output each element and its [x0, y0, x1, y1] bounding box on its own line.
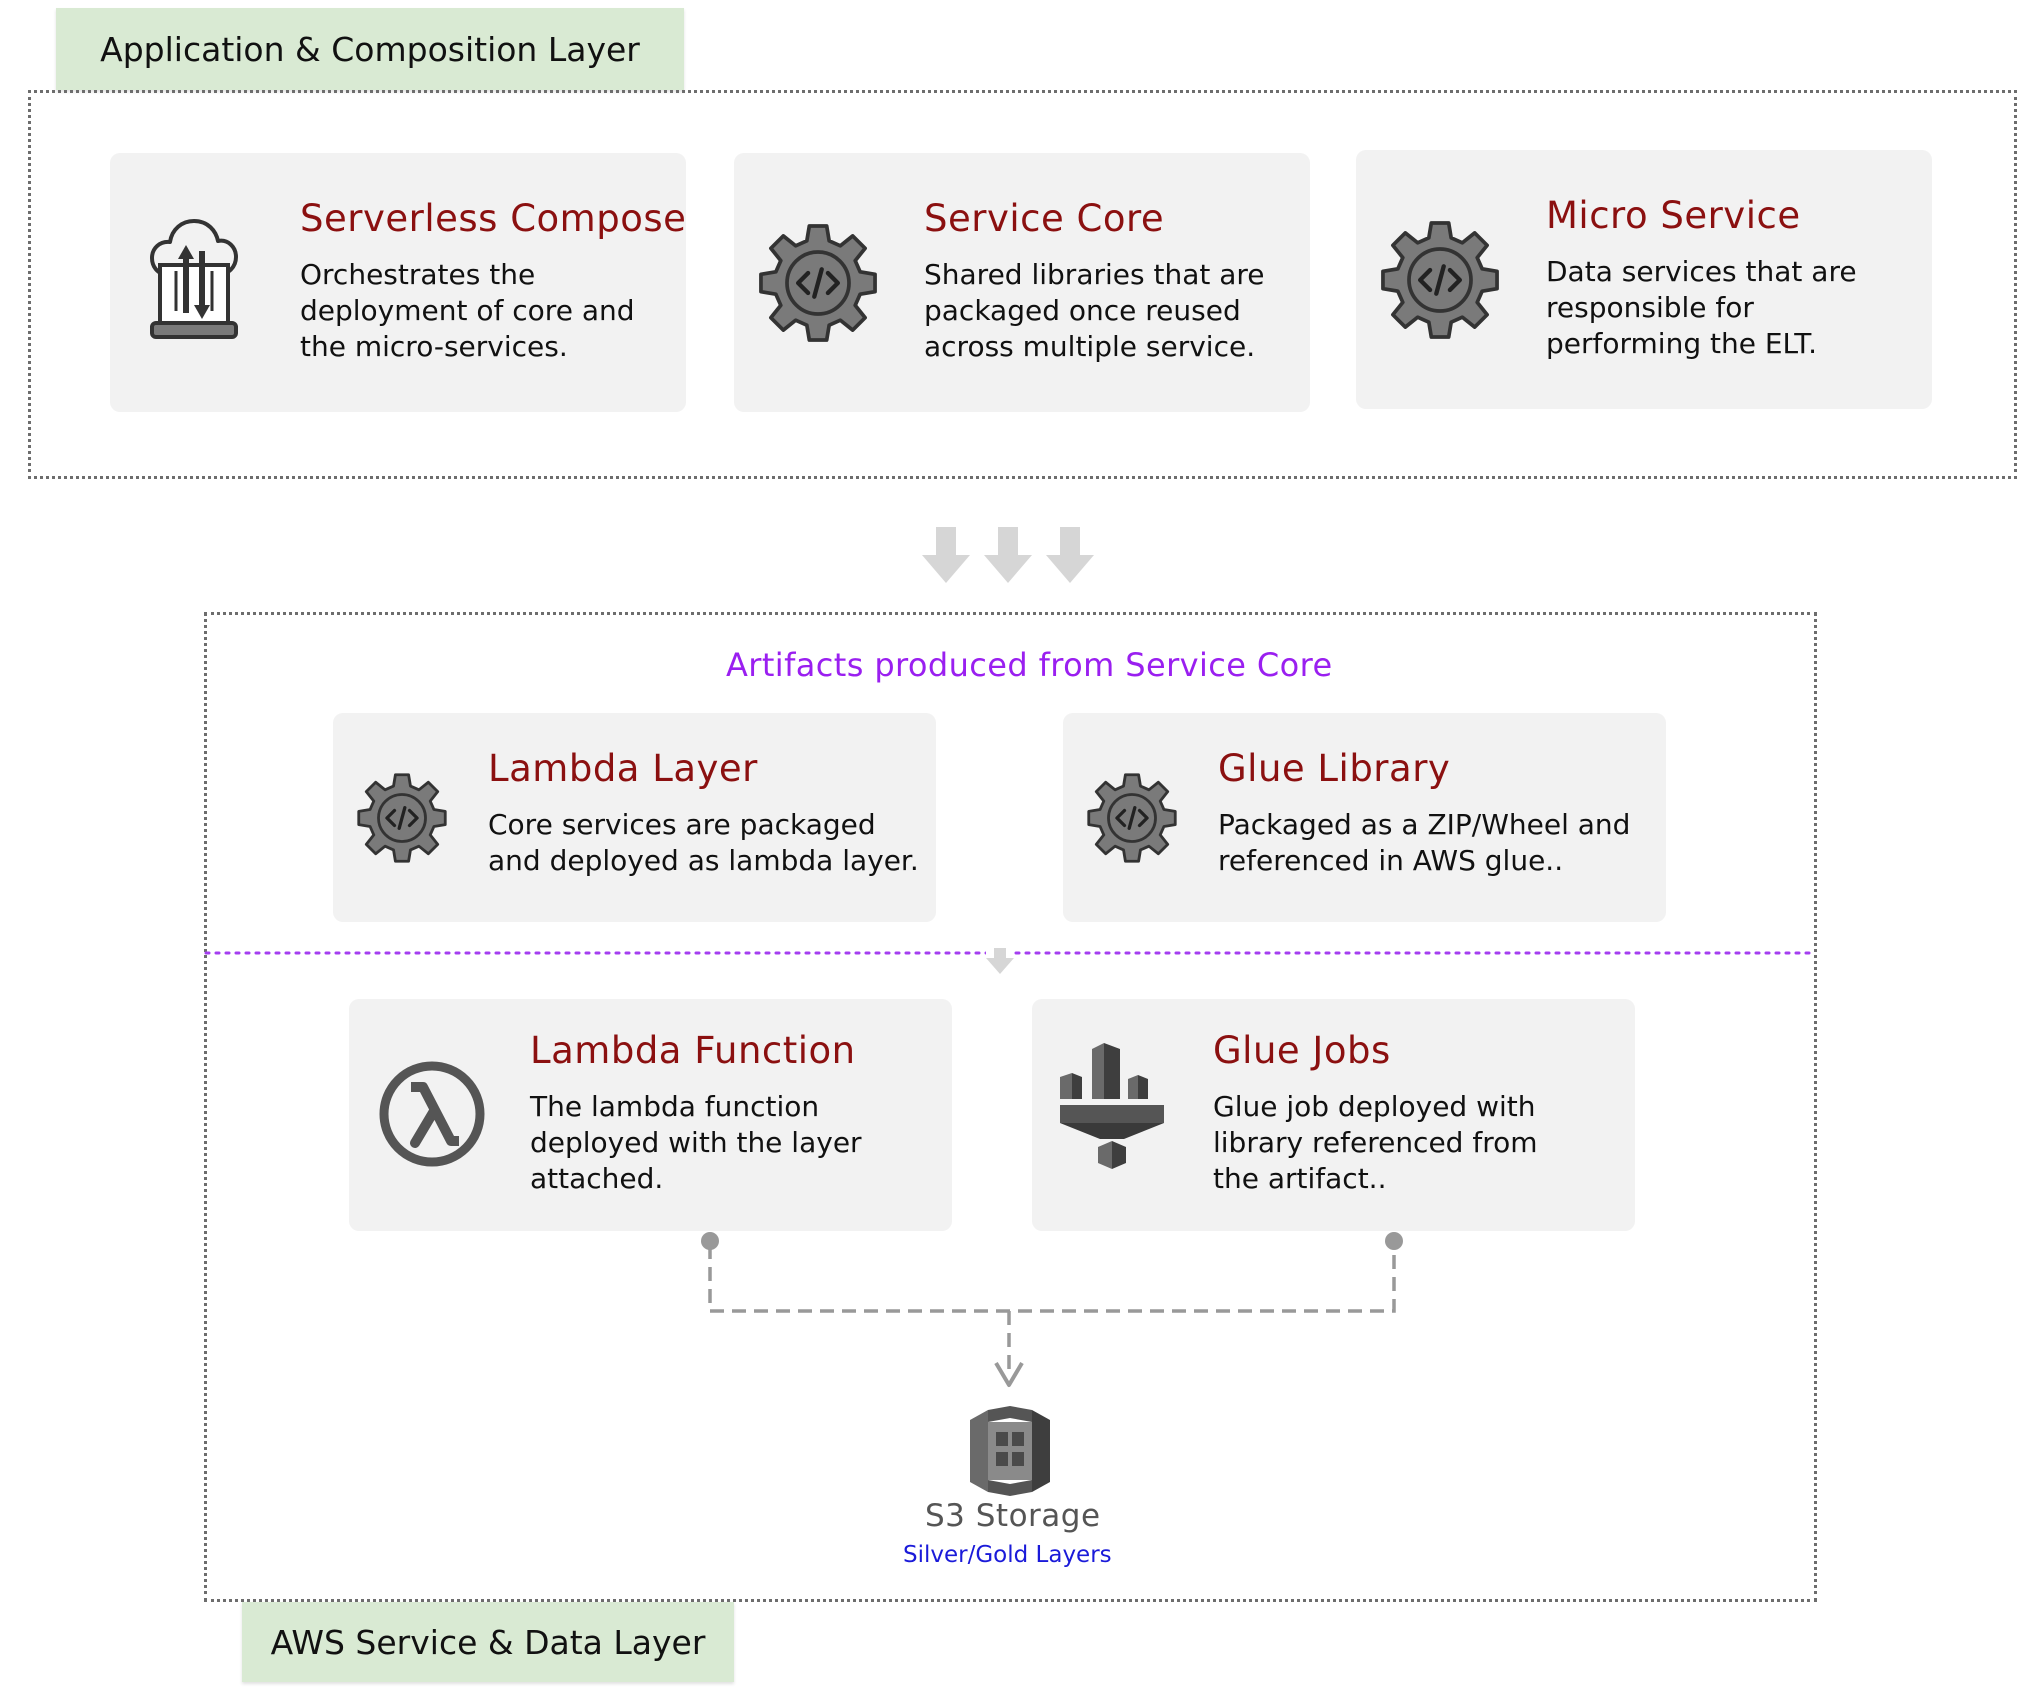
serverless-compose-card[interactable]: Serverless Compose Orchestrates the depl… [110, 153, 686, 412]
aws-s3-icon [970, 1406, 1050, 1496]
card-title: Lambda Layer [488, 747, 758, 790]
top-layer-label: Application & Composition Layer [56, 8, 684, 90]
flow-down-arrows [922, 525, 1112, 585]
desc-line: and deployed as lambda layer. [488, 844, 919, 877]
down-arrow-icon [986, 948, 1014, 974]
card-title: Lambda Function [530, 1029, 856, 1072]
card-description: Core services are packaged and deployed … [488, 807, 919, 879]
s3-storage-sublabel: Silver/Gold Layers [903, 1542, 1112, 1568]
desc-line: deployed with the layer [530, 1126, 862, 1159]
desc-line: responsible for [1546, 291, 1754, 324]
gear-code-icon [1085, 771, 1179, 865]
desc-line: Glue job deployed with [1213, 1090, 1536, 1123]
card-title: Service Core [924, 197, 1165, 240]
down-arrow-icon [1046, 527, 1094, 583]
gear-code-icon [1378, 218, 1502, 342]
desc-line: Shared libraries that are [924, 258, 1265, 291]
gear-code-icon [756, 221, 880, 345]
desc-line: Orchestrates the [300, 258, 536, 291]
down-arrow-icon [984, 527, 1032, 583]
card-description: The lambda function deployed with the la… [530, 1089, 862, 1197]
aws-glue-icon [1058, 1043, 1166, 1171]
artifact-separator [204, 948, 1817, 978]
micro-service-card[interactable]: Micro Service Data services that are res… [1356, 150, 1932, 409]
card-description: Orchestrates the deployment of core and … [300, 257, 635, 365]
arrowhead-icon [994, 1361, 1024, 1387]
bottom-layer-frame [204, 612, 1817, 1602]
connector-dot [701, 1232, 719, 1250]
storage-connectors [690, 1225, 1420, 1395]
card-title: Glue Jobs [1213, 1029, 1391, 1072]
glue-jobs-card[interactable]: Glue Jobs Glue job deployed with library… [1032, 999, 1635, 1231]
desc-line: library referenced from [1213, 1126, 1538, 1159]
gear-code-icon [355, 771, 449, 865]
desc-line: performing the ELT. [1546, 327, 1817, 360]
service-core-card[interactable]: Service Core Shared libraries that are p… [734, 153, 1310, 412]
card-description: Glue job deployed with library reference… [1213, 1089, 1538, 1197]
lambda-icon [377, 1059, 487, 1169]
card-title: Micro Service [1546, 194, 1801, 237]
desc-line: packaged once reused [924, 294, 1241, 327]
card-description: Shared libraries that are packaged once … [924, 257, 1265, 365]
desc-line: the micro-services. [300, 330, 568, 363]
desc-line: The lambda function [530, 1090, 820, 1123]
card-title: Glue Library [1218, 747, 1451, 790]
card-description: Data services that are responsible for p… [1546, 254, 1857, 362]
top-layer-label-text: Application & Composition Layer [100, 29, 640, 69]
connector-dot [1385, 1232, 1403, 1250]
cloud-laptop-upload-icon [148, 215, 240, 345]
bottom-layer-label: AWS Service & Data Layer [242, 1602, 734, 1682]
down-arrow-icon [922, 527, 970, 583]
desc-line: attached. [530, 1162, 664, 1195]
desc-line: the artifact.. [1213, 1162, 1387, 1195]
card-title: Serverless Compose [300, 197, 687, 240]
desc-line: Core services are packaged [488, 808, 876, 841]
glue-library-card[interactable]: Glue Library Packaged as a ZIP/Wheel and… [1063, 713, 1666, 922]
desc-line: Data services that are [1546, 255, 1857, 288]
desc-line: Packaged as a ZIP/Wheel and [1218, 808, 1631, 841]
lambda-function-card[interactable]: Lambda Function The lambda function depl… [349, 999, 952, 1231]
top-layer-frame [28, 90, 2017, 479]
desc-line: across multiple service. [924, 330, 1256, 363]
card-description: Packaged as a ZIP/Wheel and referenced i… [1218, 807, 1630, 879]
artifacts-heading: Artifacts produced from Service Core [726, 646, 1333, 684]
s3-storage-label: S3 Storage [925, 1498, 1101, 1534]
desc-line: deployment of core and [300, 294, 635, 327]
bottom-layer-label-text: AWS Service & Data Layer [270, 1622, 706, 1662]
desc-line: referenced in AWS glue.. [1218, 844, 1564, 877]
lambda-layer-card[interactable]: Lambda Layer Core services are packaged … [333, 713, 936, 922]
